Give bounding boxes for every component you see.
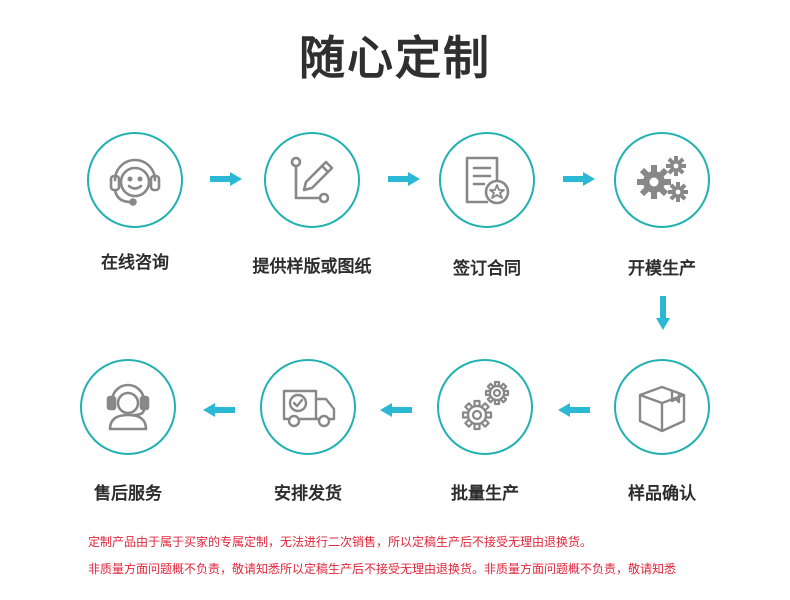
step-label: 样品确认: [628, 484, 696, 504]
notice-line-1: 定制产品由于属于买家的专属定制，无法进行二次销售，所以定稿生产后不接受无理由退换…: [88, 535, 593, 549]
contract-icon: [465, 156, 510, 205]
arrow-left: [203, 403, 235, 417]
package-box-icon: [638, 385, 686, 433]
arrow-down: [656, 296, 670, 330]
arrow-right: [563, 172, 595, 186]
step-label: 签订合同: [453, 259, 521, 279]
customer-service-smile-icon: [109, 158, 161, 206]
step-circle: [614, 359, 710, 455]
notice-line-2: 非质量方面问题概不负责，敬请知悉所以定稿生产后不接受无理由退换货。非质量方面问题…: [88, 562, 677, 576]
gears-outline-icon: [461, 380, 510, 431]
step-circle: [260, 359, 356, 455]
step-label: 批量生产: [451, 484, 519, 504]
step-label: 安排发货: [274, 484, 342, 504]
step-label: 提供样版或图纸: [252, 257, 372, 277]
arrow-right: [388, 172, 420, 186]
step-circle: [437, 359, 533, 455]
arrow-right: [210, 172, 242, 186]
pen-drawing-icon: [290, 156, 334, 204]
headset-agent-icon: [106, 383, 150, 431]
step-circle: [87, 132, 183, 228]
arrow-left: [380, 403, 412, 417]
delivery-truck-icon: [282, 389, 336, 428]
arrow-left: [558, 403, 590, 417]
step-circle: [614, 132, 710, 228]
step-label: 开模生产: [628, 259, 696, 279]
page-title: 随心定制: [299, 31, 491, 85]
gears-icon: [637, 156, 688, 202]
step-label: 售后服务: [94, 484, 162, 504]
step-circle: [264, 132, 360, 228]
step-circle: [439, 132, 535, 228]
step-circle: [80, 359, 176, 455]
step-label: 在线咨询: [101, 253, 169, 273]
